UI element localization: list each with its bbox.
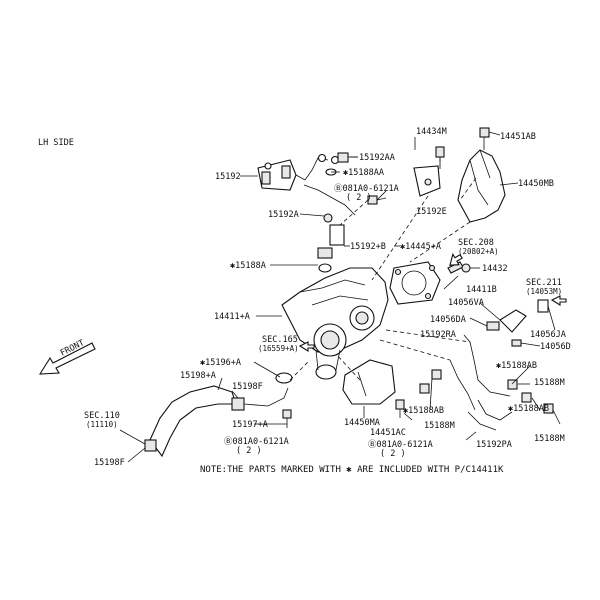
callout-15188M-r2[interactable]: 15188M	[534, 434, 565, 444]
sec110-sub: (11110)	[86, 420, 118, 429]
callout-15188AB-top[interactable]: ✱15188AB	[496, 361, 537, 371]
callout-14056DA[interactable]: 14056DA	[430, 315, 466, 325]
callout-14432[interactable]: 14432	[482, 264, 508, 274]
callout-14056VA[interactable]: 14056VA	[448, 298, 484, 308]
front-arrow-icon	[38, 342, 96, 375]
oil-feed-bracket-15192	[257, 159, 297, 191]
callout-15198F-bottom[interactable]: 15198F	[94, 458, 125, 468]
bolt-14451AB-icon	[479, 127, 490, 150]
clip-14056D	[511, 339, 522, 347]
callout-15198F[interactable]: 15198F	[232, 382, 263, 392]
heat-shield-14450MB	[457, 149, 506, 223]
sec110-title[interactable]: SEC.110	[84, 411, 120, 421]
callout-14451AC[interactable]: 14451AC	[370, 428, 406, 438]
pipe-clamp-icon	[419, 369, 554, 414]
coolant-tube-15197A	[243, 387, 289, 407]
callout-14450MB[interactable]: 14450MB	[518, 179, 554, 189]
section-references: SEC.208 (20802+A) SEC.211 (14053M) SEC.1…	[84, 238, 567, 429]
arrow-icon	[449, 252, 463, 266]
bolt-14451AC-icon	[395, 399, 405, 418]
callout-081a0-6121a-b2-qty[interactable]: ( 2 )	[380, 449, 406, 459]
sec165-sub: (16559+A)	[258, 344, 299, 353]
callout-15188M-c[interactable]: 15188M	[424, 421, 455, 431]
nut-14432-icon	[461, 263, 471, 273]
heat-shield-14450MA	[342, 359, 396, 405]
callout-15192E[interactable]: 15192E	[416, 207, 447, 217]
water-pipe-15192PA	[467, 399, 513, 431]
sec208-sub: (20802+A)	[458, 247, 499, 256]
sec208-title[interactable]: SEC.208	[458, 238, 494, 248]
callout-15192AA[interactable]: 15192AA	[359, 153, 395, 163]
callout-081a0-6121a-b1-qty[interactable]: ( 2 )	[236, 446, 262, 456]
arrow-icon	[298, 341, 315, 352]
callout-14450MA[interactable]: 14450MA	[344, 418, 380, 428]
callout-15188AB-c[interactable]: ✱15188AB	[403, 406, 444, 416]
callout-15188A[interactable]: ✱15188A	[230, 261, 266, 271]
callout-15188AA[interactable]: ✱15188AA	[343, 168, 384, 178]
arrow-icon	[550, 295, 567, 306]
callout-14056JA[interactable]: 14056JA	[530, 330, 566, 340]
callout-14411B[interactable]: 14411B	[466, 285, 497, 295]
callout-15198A[interactable]: 15198+A	[180, 371, 216, 381]
banjo-bolt-icon	[337, 152, 358, 163]
callout-15188M-r1[interactable]: 15188M	[534, 378, 565, 388]
leader-lines	[119, 131, 561, 463]
callout-15192RA[interactable]: 15192RA	[420, 330, 456, 340]
sec211-sub: (14053M)	[526, 287, 562, 296]
callout-15192PA[interactable]: 15192PA	[476, 440, 512, 450]
callout-081a0-6121a-b2[interactable]: Ⓑ081A0-6121A	[368, 440, 433, 450]
bolt-14434M-icon	[435, 146, 445, 166]
sec211-title[interactable]: SEC.211	[526, 278, 562, 288]
callout-15196A[interactable]: ✱15196+A	[200, 358, 241, 368]
callout-labels: 15192 15192AA ✱15188AA Ⓑ081A0-6121A ( 2 …	[94, 127, 571, 468]
exhaust-manifold-gasket	[389, 261, 441, 305]
callout-081a0-6121a-top-qty[interactable]: ( 2 )	[346, 193, 372, 203]
callout-14056D[interactable]: 14056D	[540, 342, 571, 352]
hose-clamp-15198F-lower	[144, 439, 157, 452]
callout-15192A[interactable]: 15192A	[268, 210, 299, 220]
callout-15192[interactable]: 15192	[215, 172, 241, 182]
oil-feed-tube	[295, 153, 356, 216]
hose-14056VA	[486, 309, 527, 333]
dashed-leader-lines	[289, 158, 477, 381]
callout-14445A[interactable]: ✱14445+A	[400, 242, 441, 252]
gasket-15196A	[275, 372, 293, 384]
turbocharger-14411A	[281, 267, 389, 380]
callout-15192B[interactable]: 15192+B	[350, 242, 386, 252]
footnote: NOTE:THE PARTS MARKED WITH ✱ ARE INCLUDE…	[200, 465, 504, 475]
connector-14056JA	[537, 299, 549, 313]
callout-081a0-6121a-top[interactable]: Ⓑ081A0-6121A	[334, 184, 399, 194]
bolt-icon-lower	[282, 409, 292, 428]
callout-15188AB-r[interactable]: ✱15188AB	[508, 404, 549, 414]
sec165-title[interactable]: SEC.165	[262, 335, 298, 345]
side-label: LH SIDE	[38, 138, 74, 148]
hose-clamp-15198F	[231, 397, 245, 411]
callout-14411A[interactable]: 14411+A	[214, 312, 250, 322]
callout-15197A[interactable]: 15197+A	[232, 420, 268, 430]
callout-081a0-6121a-b1[interactable]: Ⓑ081A0-6121A	[224, 437, 289, 447]
callout-14451AB[interactable]: 14451AB	[500, 132, 536, 142]
callout-14434M[interactable]: 14434M	[416, 127, 447, 137]
bracket-15192E	[413, 165, 441, 197]
oil-tube-banjo-icon	[317, 213, 345, 273]
water-pipe-15192RA	[449, 341, 511, 411]
